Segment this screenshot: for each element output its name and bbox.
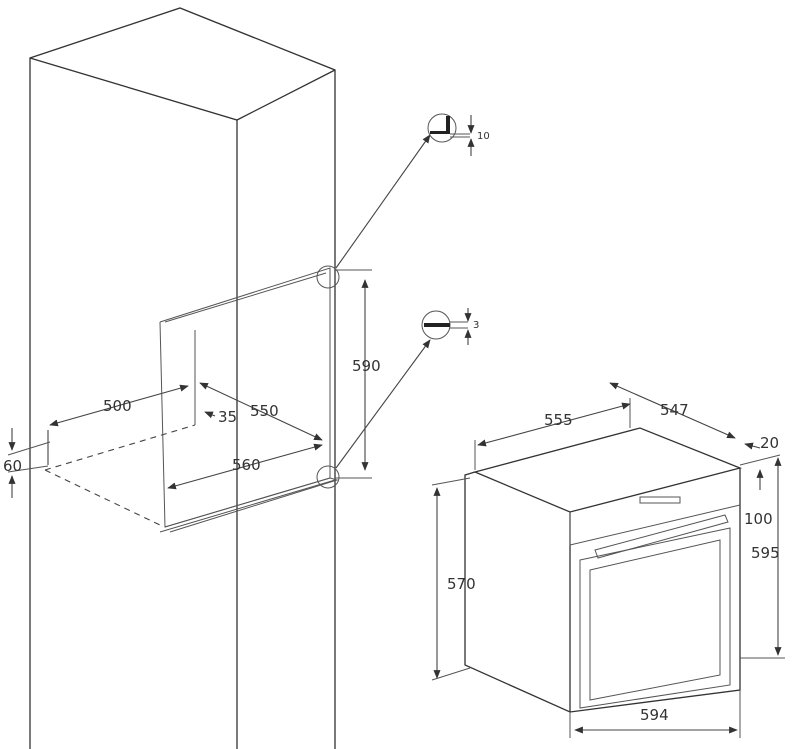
dim-60-label: 60	[3, 457, 23, 475]
tall-cabinet	[29, 7, 339, 749]
detail-10-label: 10	[477, 131, 490, 142]
dim-550-label: 550	[250, 402, 279, 420]
top-gap-detail	[427, 113, 475, 156]
detail-3-label: 3	[473, 320, 480, 331]
dim-35-label: 35	[218, 408, 238, 426]
dim-555-label: 555	[544, 411, 573, 429]
dim-547-label: 547	[660, 401, 689, 419]
dim-500-label: 500	[103, 397, 132, 415]
dim-595-label: 595	[751, 544, 780, 562]
dim-594-label: 594	[640, 706, 669, 724]
niche-floor-outline	[44, 424, 196, 526]
dim-560-label: 560	[232, 456, 261, 474]
dim-100-label: 100	[744, 510, 773, 528]
oven	[464, 427, 743, 713]
dim-570-label: 570	[447, 575, 476, 593]
bottom-gap-detail	[421, 308, 472, 345]
dim-20-label: 20	[760, 434, 780, 452]
dim-590-label: 590	[352, 357, 381, 375]
